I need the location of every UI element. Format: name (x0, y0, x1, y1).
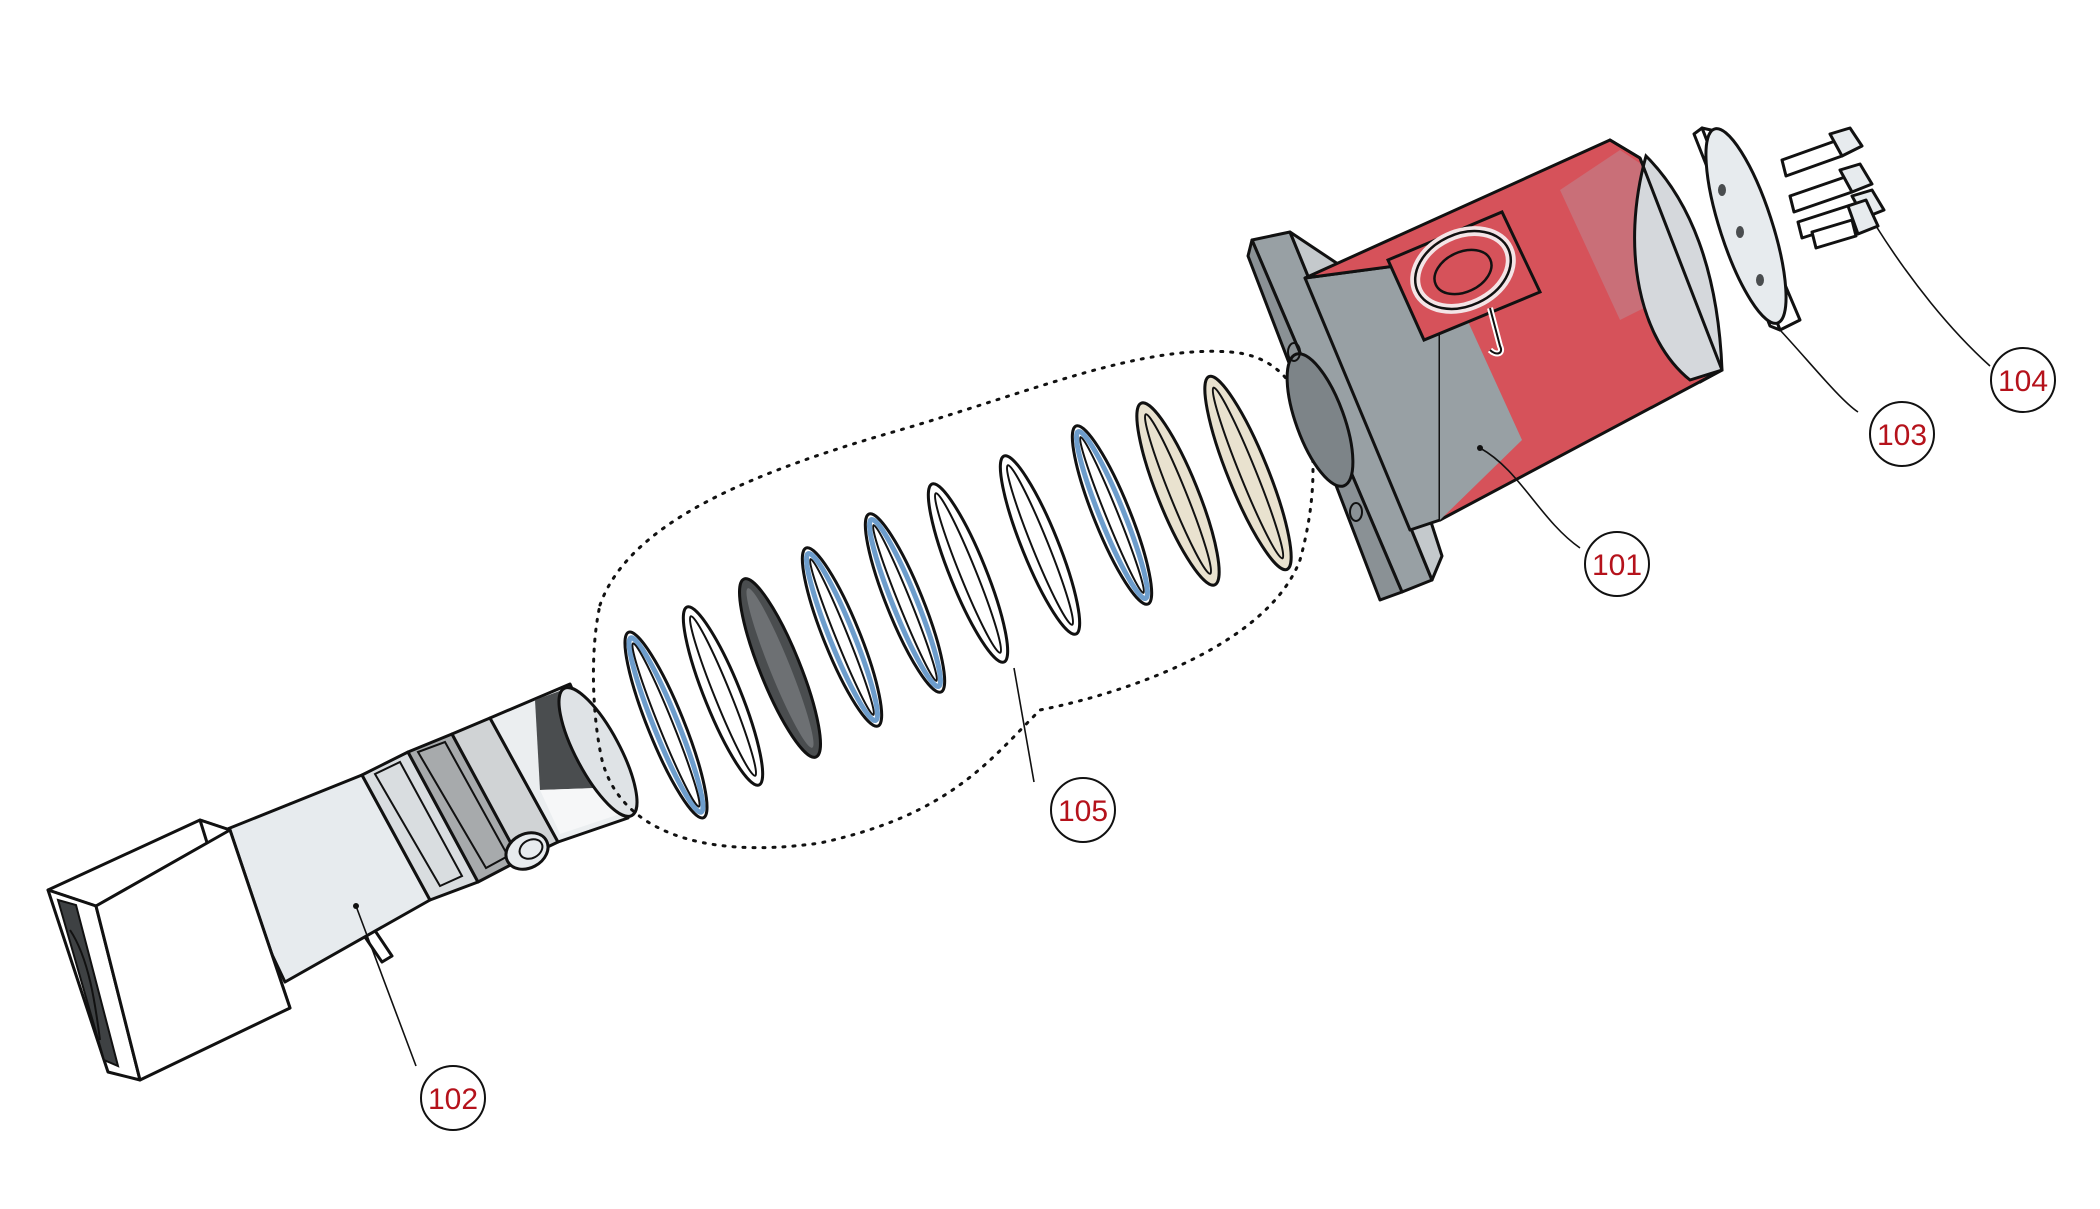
seal-ring-5 (863, 512, 947, 694)
bolt-1 (1780, 126, 1864, 178)
callout-label-105: 105 (1058, 795, 1108, 828)
leader-line-105 (1013, 667, 1035, 783)
seal-ring-2 (681, 605, 765, 787)
part-104-bolts (1780, 126, 1886, 250)
leader-line-104 (1875, 225, 1991, 367)
seal-ring-1 (623, 630, 709, 820)
seal-group-outline (591, 349, 1315, 850)
callout-label-102: 102 (428, 1083, 478, 1116)
bolt-2 (1788, 162, 1874, 214)
callout-105: 105 (1050, 777, 1116, 843)
seal-ring-8 (1070, 424, 1154, 606)
callout-102: 102 (420, 1065, 486, 1131)
seal-ring-6 (926, 482, 1010, 664)
bolt-4 (1810, 198, 1880, 250)
seal-ring-4 (800, 546, 884, 728)
callout-label-103: 103 (1877, 419, 1927, 452)
callout-label-101: 101 (1592, 549, 1642, 582)
leader-line-102 (355, 905, 417, 1067)
seal-ring-3 (738, 577, 822, 759)
callout-label-104: 104 (1998, 365, 2048, 398)
callout-101: 101 (1584, 531, 1650, 597)
seal-ring-9 (1135, 401, 1221, 587)
leader-line-103 (1779, 329, 1859, 413)
part-101-housing (1246, 138, 1724, 602)
part-105-seal-group (591, 349, 1315, 850)
seal-ring-10 (1203, 374, 1293, 572)
part-103-end-cap (1692, 126, 1802, 332)
leader-dot-102 (353, 903, 359, 909)
leader-line-101 (1479, 447, 1581, 549)
callout-103: 103 (1869, 401, 1935, 467)
part-102-cylinder (46, 682, 639, 1082)
seal-ring-7 (998, 454, 1082, 636)
leader-lines (355, 225, 1991, 1067)
callout-104: 104 (1990, 347, 2056, 413)
